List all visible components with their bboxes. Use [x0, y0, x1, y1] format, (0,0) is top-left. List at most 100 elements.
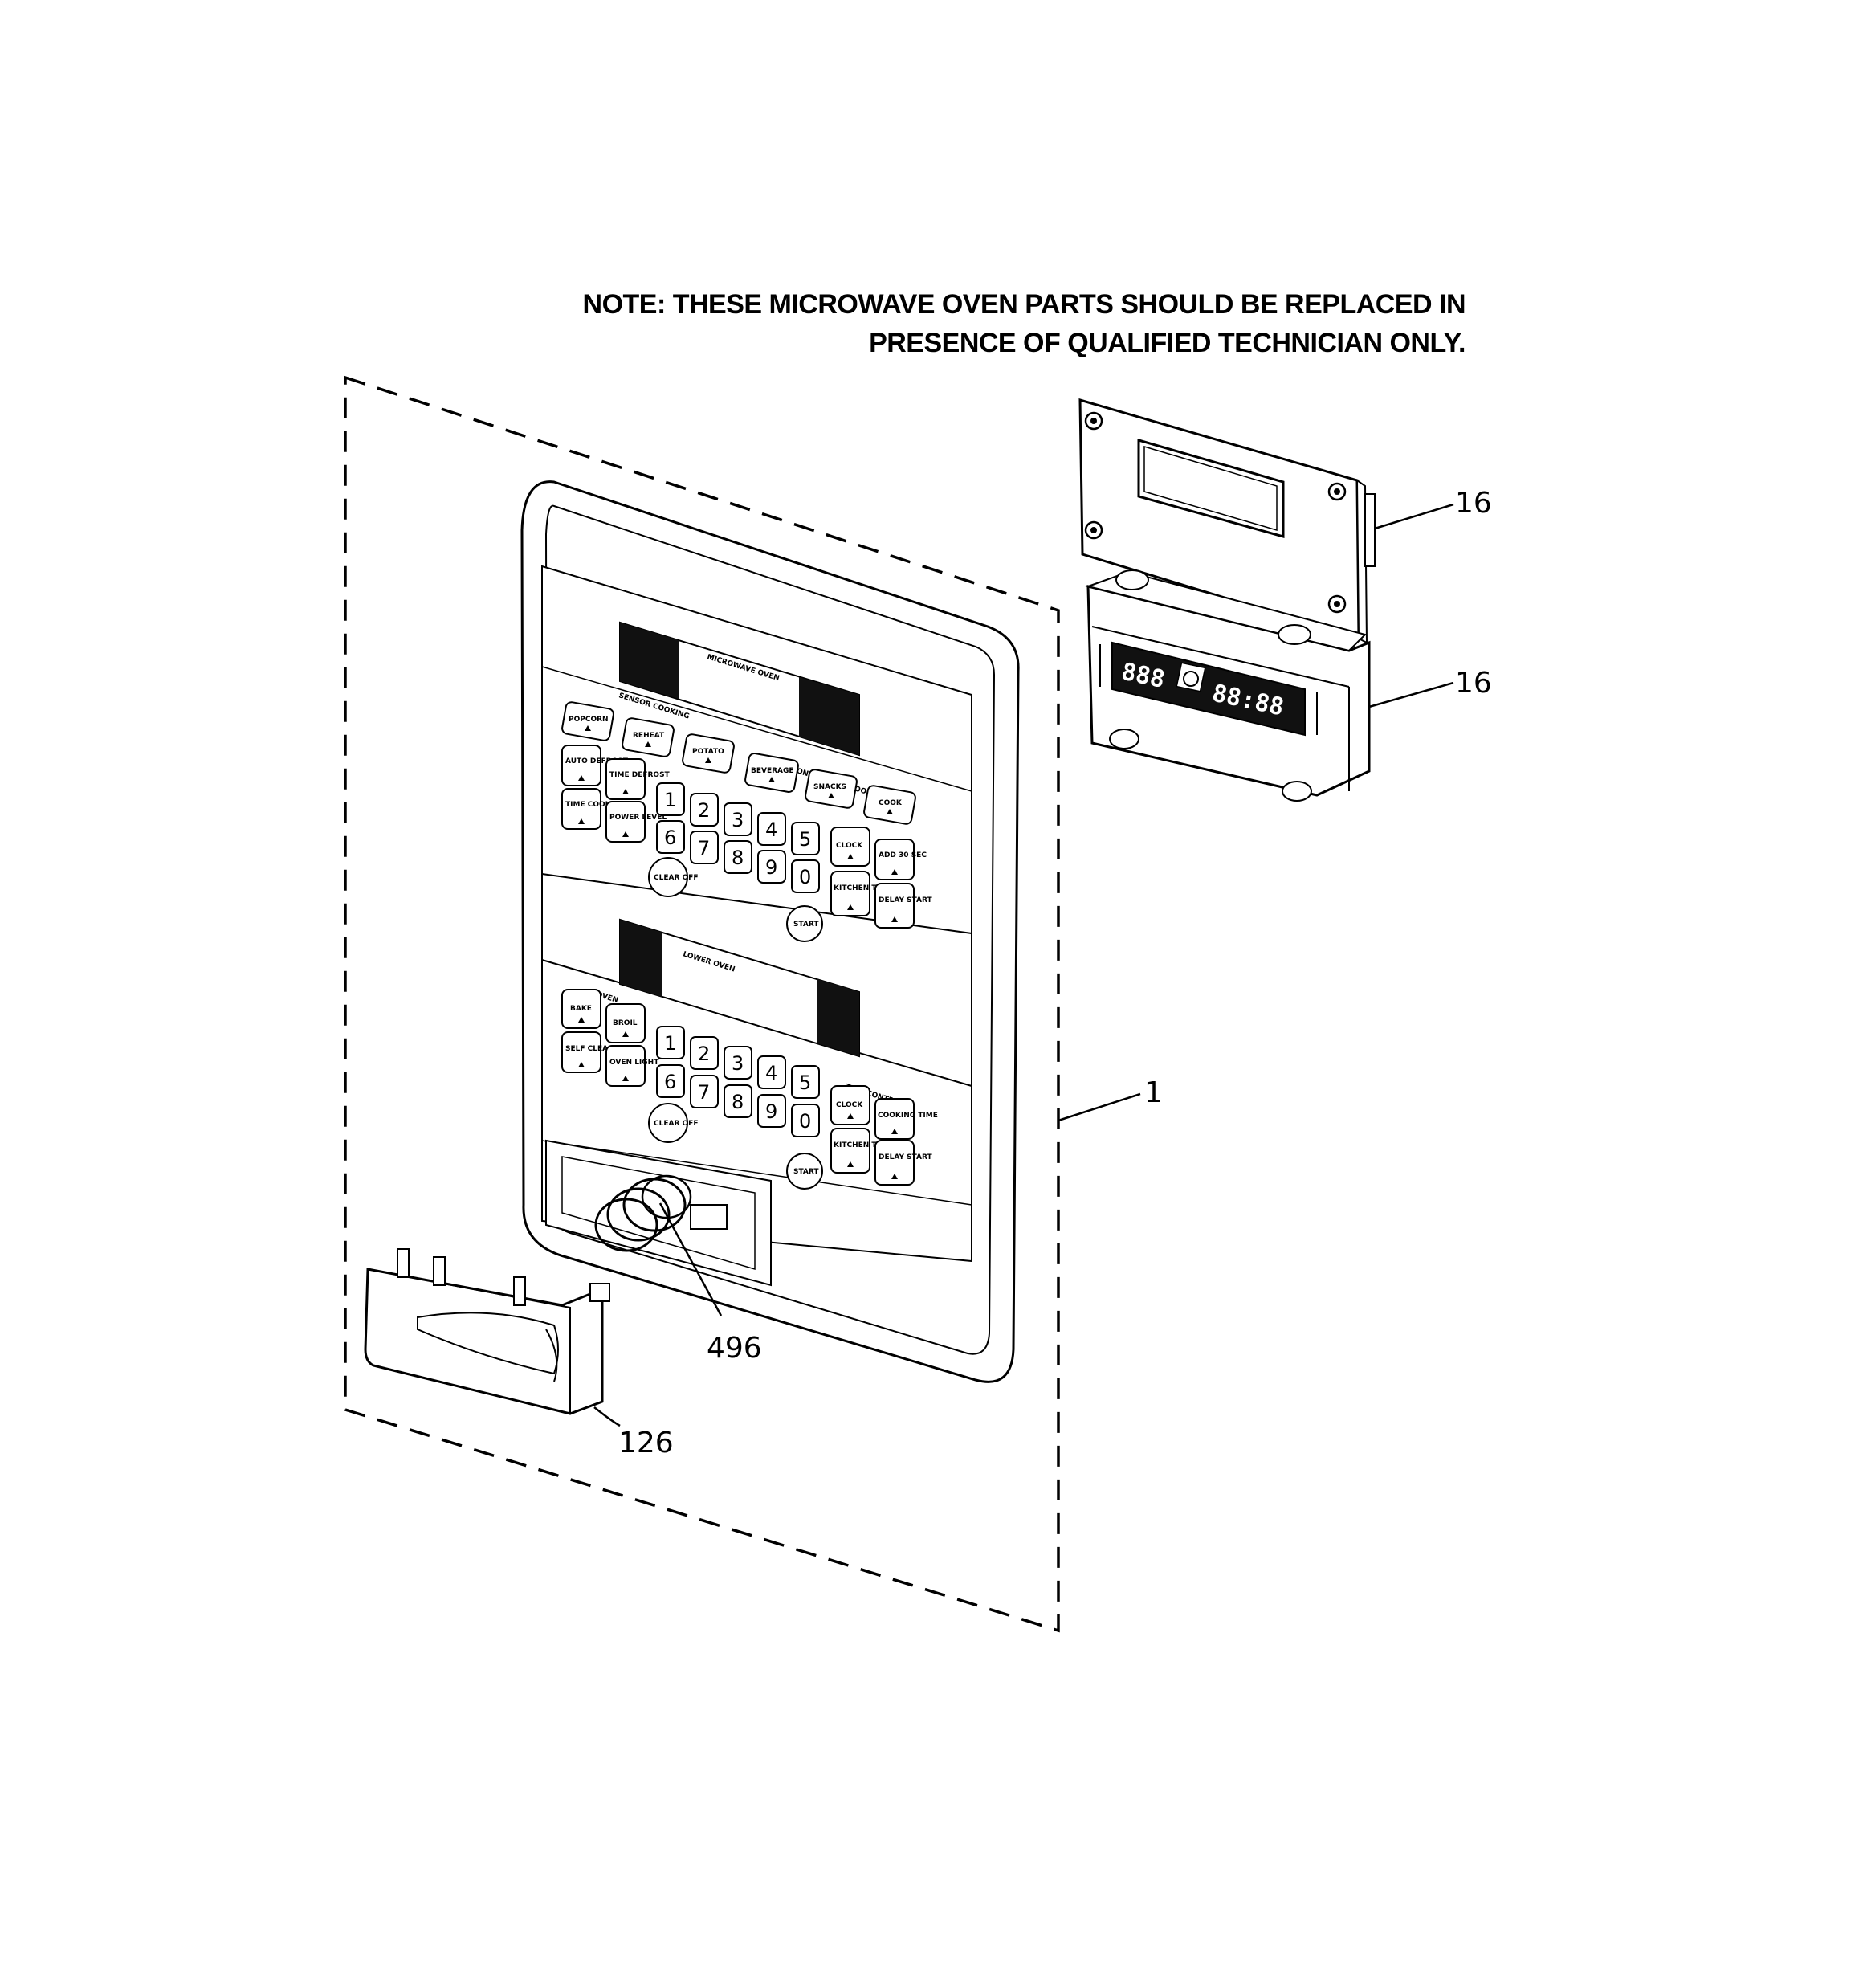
digit-key[interactable]: 1: [656, 782, 685, 816]
key-clear-off-lower[interactable]: CLEAR OFF: [648, 1103, 698, 1143]
key-delay-start-upper[interactable]: DELAY START: [874, 883, 933, 929]
digit-key[interactable]: 6: [656, 1064, 685, 1098]
digit-key[interactable]: 4: [757, 812, 786, 846]
key-add-30[interactable]: ADD 30 SEC: [874, 839, 927, 880]
key-time-cook[interactable]: TIME COOK: [561, 788, 612, 830]
key-time-defrost[interactable]: TIME DEFROST: [605, 758, 671, 800]
key-clock-lower[interactable]: CLOCK: [830, 1085, 870, 1125]
digit-key[interactable]: 8: [724, 1084, 752, 1118]
digit-key[interactable]: 2: [690, 793, 719, 827]
digit-key[interactable]: 0: [791, 859, 820, 893]
lower-keys: BAKE BROIL SELF CLEAN OVEN LIGHT CLOCK: [561, 989, 938, 1190]
digit-key[interactable]: 5: [791, 1065, 820, 1099]
control-panel: MICROWAVE OVEN LOWER OVEN SENSOR COOKING…: [520, 480, 1020, 1383]
assembly-boundary: [344, 375, 1060, 1633]
display-cutout: [1137, 439, 1285, 538]
digit-key[interactable]: 1: [656, 1026, 685, 1059]
key-cook-label: COOK: [879, 799, 903, 807]
key-time-cook-label: TIME COOK: [565, 801, 612, 809]
key-clear-off-upper-label: CLEAR OFF: [654, 874, 698, 882]
lower-display-dark-right: [817, 979, 859, 1056]
digit-key[interactable]: 0: [791, 1104, 820, 1137]
leader-panel: [1058, 1092, 1141, 1122]
digit-key[interactable]: 7: [690, 831, 719, 864]
digit-key[interactable]: 3: [724, 802, 752, 836]
callout-1: 1: [1144, 1076, 1163, 1109]
digit-key[interactable]: 9: [757, 1094, 786, 1128]
key-start-upper[interactable]: START: [786, 905, 823, 942]
key-auto-defrost[interactable]: AUTO DEFROST: [561, 745, 629, 786]
key-kitchen-timer-upper-label: KITCHEN TIMER: [834, 884, 897, 892]
digit-label: 1: [664, 789, 676, 811]
key-popcorn-label: POPCORN: [569, 716, 609, 724]
key-start-lower[interactable]: START: [786, 1153, 823, 1190]
key-power-level[interactable]: POWER LEVEL: [605, 801, 667, 843]
key-broil[interactable]: BROIL: [605, 1003, 646, 1043]
digit-label: 6: [664, 1071, 676, 1093]
digit-label: 5: [799, 1072, 811, 1094]
leader-board-bottom: [1368, 681, 1454, 708]
digit-key[interactable]: 2: [690, 1036, 719, 1070]
digit-label: 3: [732, 1052, 744, 1075]
key-delay-start-lower[interactable]: DELAY START: [874, 1140, 933, 1186]
key-auto-defrost-label: AUTO DEFROST: [565, 757, 629, 765]
key-clear-off-upper[interactable]: CLEAR OFF: [648, 857, 698, 897]
leader-board-top: [1374, 503, 1454, 530]
key-potato[interactable]: POTATO: [682, 733, 735, 774]
digit-label: 7: [698, 1081, 710, 1104]
digit-key[interactable]: 4: [757, 1055, 786, 1089]
digit-key[interactable]: 7: [690, 1075, 719, 1108]
digit-label: 8: [732, 1091, 744, 1113]
key-reheat[interactable]: REHEAT: [622, 717, 675, 757]
callout-16-top: 16: [1455, 487, 1492, 520]
key-cook[interactable]: COOK: [863, 785, 916, 825]
key-delay-start-upper-label: DELAY START: [879, 896, 933, 904]
recess-slot: [690, 1204, 728, 1230]
key-potato-label: POTATO: [692, 748, 724, 756]
note-text: NOTE: THESE MICROWAVE OVEN PARTS SHOULD …: [583, 285, 1466, 362]
key-self-clean[interactable]: SELF CLEAN: [561, 1031, 614, 1073]
digit-label: 4: [765, 818, 777, 841]
key-oven-light-label: OVEN LIGHT: [609, 1059, 659, 1067]
digit-label: 2: [698, 1043, 710, 1065]
key-bake-label: BAKE: [570, 1005, 592, 1013]
key-clock-upper-label: CLOCK: [836, 842, 863, 850]
key-snacks-label: SNACKS: [813, 783, 846, 791]
digit-label: 0: [799, 866, 811, 888]
key-beverage[interactable]: BEVERAGE: [744, 753, 799, 793]
key-cooking-time[interactable]: COOKING TIME: [874, 1098, 938, 1140]
upper-display-dark-left: [620, 623, 679, 699]
digit-key[interactable]: 9: [757, 850, 786, 884]
digit-label: 9: [765, 856, 777, 879]
key-popcorn[interactable]: POPCORN: [561, 701, 614, 741]
upper-numeric-keypad: 1 2 3 4 5 6 7 8 9 0: [656, 782, 820, 893]
note-line-1: NOTE: THESE MICROWAVE OVEN PARTS SHOULD …: [582, 289, 1466, 320]
key-add-30-label: ADD 30 SEC: [879, 851, 927, 859]
upper-display-dark-right: [799, 677, 859, 755]
digit-key[interactable]: 8: [724, 840, 752, 874]
key-oven-light[interactable]: OVEN LIGHT: [605, 1045, 659, 1087]
key-clear-off-lower-label: CLEAR OFF: [654, 1120, 698, 1128]
digit-label: 3: [732, 809, 744, 831]
digit-label: 8: [732, 847, 744, 869]
key-start-upper-label: START: [793, 921, 819, 929]
digit-key[interactable]: 3: [724, 1046, 752, 1080]
key-snacks[interactable]: SNACKS: [805, 769, 858, 809]
key-kitchen-timer-lower[interactable]: KITCHEN TIMER: [830, 1128, 897, 1174]
module-lcd: [1111, 641, 1306, 737]
key-reheat-label: REHEAT: [633, 732, 665, 740]
key-kitchen-timer-upper[interactable]: KITCHEN TIMER: [830, 871, 897, 916]
upper-keys: POPCORN REHEAT POTATO AUTO DEFROST TIME: [561, 701, 933, 942]
key-self-clean-label: SELF CLEAN: [565, 1045, 614, 1053]
key-kitchen-timer-lower-label: KITCHEN TIMER: [834, 1141, 897, 1149]
key-clock-upper[interactable]: CLOCK: [830, 827, 870, 867]
knob-recess-inner: [561, 1156, 756, 1270]
callout-126: 126: [618, 1427, 674, 1459]
digit-key[interactable]: 6: [656, 820, 685, 854]
knob-ring-assembly: [594, 1174, 692, 1252]
digit-label: 6: [664, 827, 676, 849]
faceplate-divider-3: [541, 666, 972, 792]
digit-key[interactable]: 5: [791, 822, 820, 855]
key-bake[interactable]: BAKE: [561, 989, 601, 1029]
circuit-board-top: [1078, 398, 1376, 644]
